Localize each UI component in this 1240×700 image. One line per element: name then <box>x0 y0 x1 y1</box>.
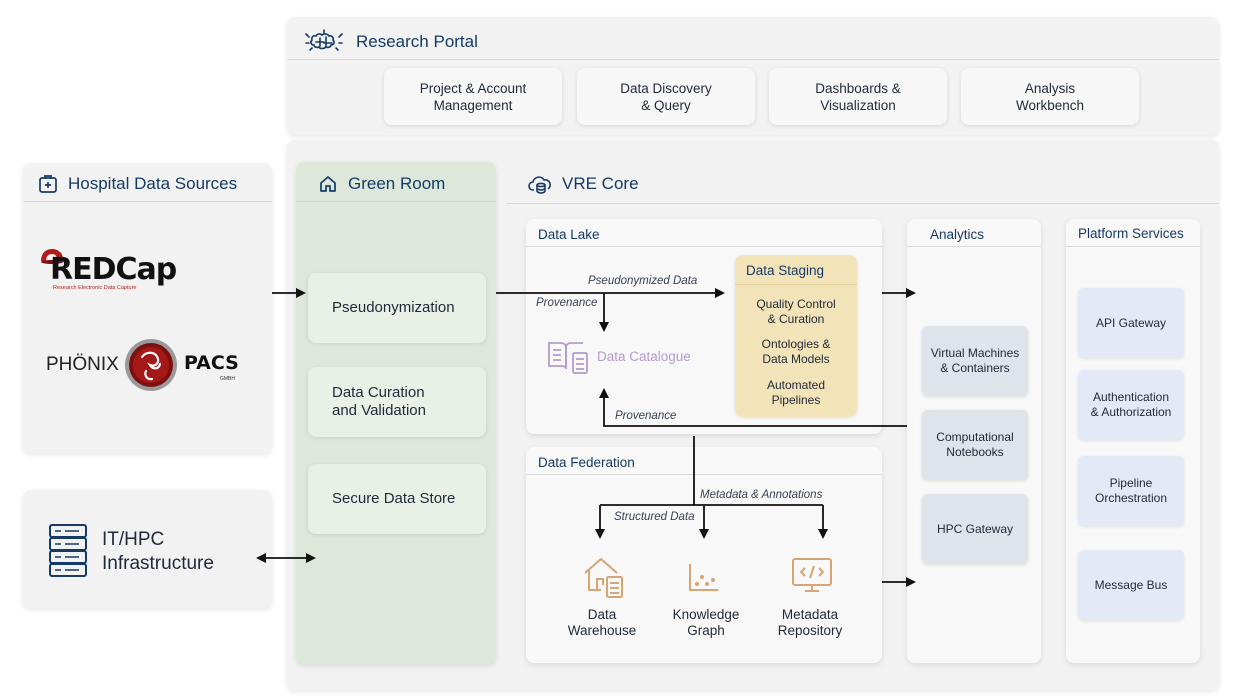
green-room-pseudonymization[interactable]: Pseudonymization <box>308 273 486 343</box>
hospital-sources-title: Hospital Data Sources <box>68 174 238 193</box>
portal-card-project[interactable]: Project & Account Management <box>384 68 562 125</box>
vre-core-title: VRE Core <box>562 174 639 193</box>
staging-divider <box>735 284 857 285</box>
redcap-cap-icon <box>41 249 63 264</box>
green-room-curation[interactable]: Data Curation and Validation <box>308 367 486 437</box>
data-federation-divider <box>526 474 882 475</box>
analytics-divider <box>907 246 1041 247</box>
redcap-tagline: Research Electronic Data Capture <box>53 285 137 291</box>
platform-message-bus[interactable]: Message Bus <box>1078 550 1184 620</box>
server-rack-icon <box>49 524 87 577</box>
green-room-header: Green Room <box>318 174 445 194</box>
data-lake-title: Data Lake <box>538 227 600 242</box>
portal-card-discovery[interactable]: Data Discovery & Query <box>577 68 755 125</box>
vre-core-header: VRE Core <box>528 174 639 194</box>
data-staging-title: Data Staging <box>746 263 825 278</box>
platform-services-title: Platform Services <box>1078 226 1184 241</box>
platform-pipeline-orchestration[interactable]: Pipeline Orchestration <box>1078 456 1184 526</box>
data-catalogue-label: Data Catalogue <box>597 349 691 364</box>
brain-icon <box>305 29 343 51</box>
redcap-logo: REDCap Research Electronic Data Capture <box>38 246 188 292</box>
pacs-wordmark: PACS <box>184 352 239 374</box>
catalogue-icon <box>548 342 588 374</box>
provenance-bottom-label: Provenance <box>615 410 677 422</box>
knowledge-graph-icon <box>689 564 718 591</box>
analytics-hpc-gateway[interactable]: HPC Gateway <box>922 494 1028 564</box>
staging-quality-control: Quality Control & Curation <box>756 297 836 326</box>
portal-divider <box>287 59 1219 60</box>
hospital-divider <box>23 201 272 202</box>
phoenix-emblem-icon <box>125 339 177 391</box>
provenance-top-label: Provenance <box>536 297 598 309</box>
data-lake-divider <box>526 246 882 247</box>
research-portal-header: Research Portal <box>302 29 478 55</box>
analytics-title: Analytics <box>930 227 985 242</box>
cloud-database-icon <box>528 176 551 194</box>
green-room-divider <box>296 201 496 202</box>
phoenix-wordmark: PHÖNIX <box>46 354 119 375</box>
pseudonymized-data-label: Pseudonymized Data <box>588 275 698 287</box>
phoenix-pacs-logo: PHÖNIX PACS GMBH <box>46 337 246 393</box>
hospital-sources-panel <box>23 163 272 453</box>
code-repository-icon <box>792 558 832 592</box>
platform-divider <box>1066 246 1200 247</box>
hospital-sources-header: Hospital Data Sources <box>38 174 237 194</box>
pacs-sub: GMBH <box>220 376 235 382</box>
metadata-repository-label: Metadata Repository <box>777 607 843 638</box>
portal-card-dashboards[interactable]: Dashboards & Visualization <box>769 68 947 125</box>
staging-ontologies: Ontologies & Data Models <box>761 337 831 366</box>
research-portal-title: Research Portal <box>356 32 478 51</box>
data-federation-panel <box>526 447 882 663</box>
knowledge-graph-label: Knowledge Graph <box>672 607 740 638</box>
green-room-title: Green Room <box>348 174 446 193</box>
structured-data-label: Structured Data <box>614 511 695 523</box>
redcap-wordmark: REDCap <box>50 252 177 287</box>
hospital-icon <box>39 175 57 193</box>
data-federation-title: Data Federation <box>538 455 635 470</box>
analytics-notebooks[interactable]: Computational Notebooks <box>922 410 1028 480</box>
metadata-annotations-label: Metadata & Annotations <box>700 489 823 501</box>
home-icon <box>320 176 336 192</box>
platform-api-gateway[interactable]: API Gateway <box>1078 288 1184 358</box>
vre-divider <box>506 203 1219 204</box>
platform-authentication[interactable]: Authentication & Authorization <box>1078 370 1184 440</box>
it-hpc-title: IT/HPC Infrastructure <box>102 529 214 574</box>
staging-pipelines: Automated Pipelines <box>766 378 826 407</box>
warehouse-icon <box>584 558 623 598</box>
analytics-vm-containers[interactable]: Virtual Machines & Containers <box>922 326 1028 396</box>
data-warehouse-label: Data Warehouse <box>567 607 637 638</box>
green-room-secure-store[interactable]: Secure Data Store <box>308 464 486 534</box>
portal-card-workbench[interactable]: Analysis Workbench <box>961 68 1139 125</box>
